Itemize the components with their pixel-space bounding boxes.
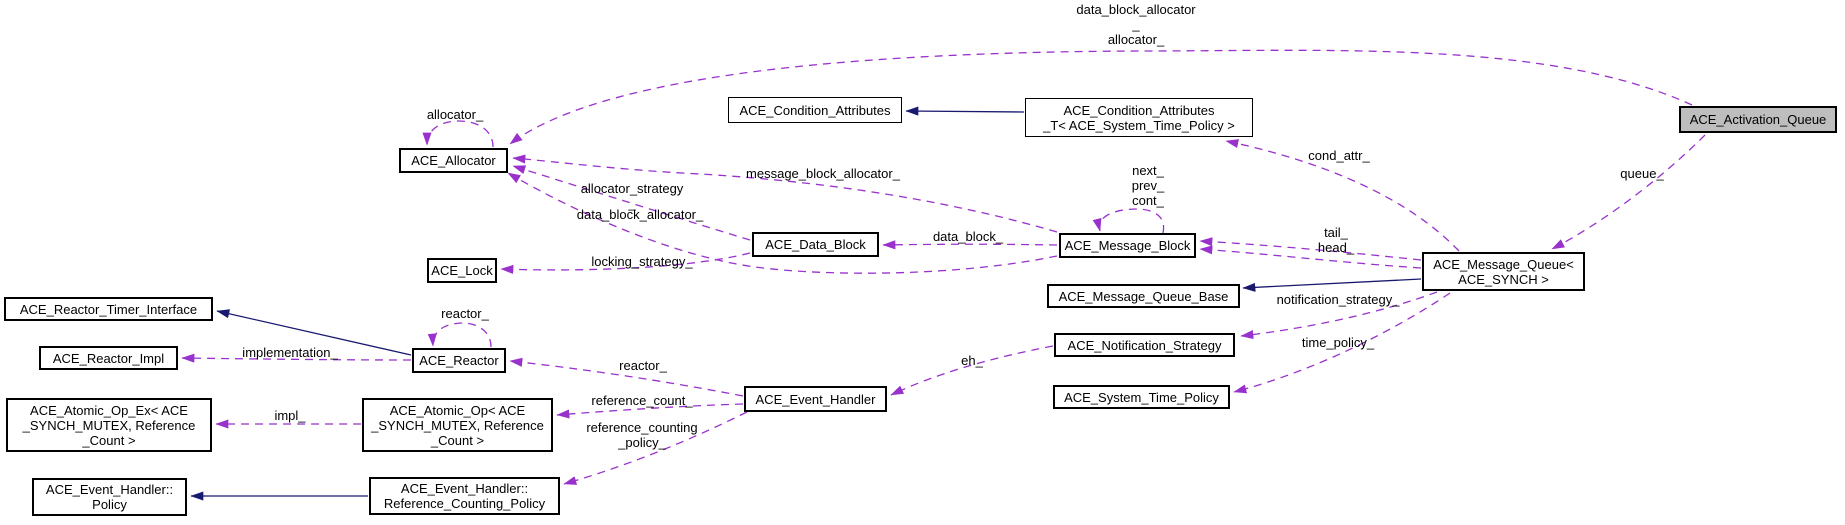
edge-message-queue-notification-strategy bbox=[1240, 291, 1438, 340]
edge-label-data-block: data_block_ bbox=[932, 229, 1004, 244]
node-ace-allocator[interactable]: ACE_Allocator bbox=[399, 148, 508, 173]
edge-label-notification-strategy: notification_strategy_ bbox=[1276, 292, 1400, 307]
node-ace-message-block[interactable]: ACE_Message_Block bbox=[1059, 233, 1196, 258]
node-ace-lock[interactable]: ACE_Lock bbox=[427, 258, 497, 283]
edge-label-next-prev-cont: next_ prev_ cont_ bbox=[1131, 163, 1165, 208]
edge-label-reactor: reactor_ bbox=[619, 358, 667, 373]
node-ace-reactor[interactable]: ACE_Reactor bbox=[412, 348, 506, 373]
edge-activation-queue-message-queue bbox=[1551, 134, 1706, 250]
edge-message-block-self-loop bbox=[1092, 208, 1165, 234]
node-ace-atomic-op-ex[interactable]: ACE_Atomic_Op_Ex< ACE _SYNCH_MUTEX, Refe… bbox=[6, 398, 212, 452]
edge-label-eh: eh_ bbox=[961, 353, 983, 368]
edge-label-implementation: implementation_ bbox=[242, 345, 338, 360]
edge-label-tail-head: tail_ head_ bbox=[1317, 225, 1355, 255]
node-ace-message-queue-base[interactable]: ACE_Message_Queue_Base bbox=[1047, 284, 1240, 308]
edge-label-data-block-allocator-top: data_block_allocator _ allocator_ bbox=[1076, 2, 1196, 47]
edge-data-block-allocator-strategy bbox=[512, 165, 751, 241]
edge-label-cond-attr: cond_attr_ bbox=[1308, 148, 1370, 163]
edge-label-data-block-allocator: data_block_allocator_ bbox=[576, 207, 704, 222]
edge-message-queue-time-policy bbox=[1233, 292, 1451, 394]
edge-reactor-self-loop bbox=[427, 322, 492, 348]
edge-message-block-data-block bbox=[882, 240, 1058, 250]
edge-label-message-block-allocator: message_block_allocator_ bbox=[746, 166, 900, 181]
edge-message-block-message-block-allocator bbox=[512, 154, 1058, 233]
inherit-condition-attributes-t bbox=[905, 106, 1025, 116]
node-ace-notification-strategy[interactable]: ACE_Notification_Strategy bbox=[1054, 333, 1235, 357]
node-ace-activation-queue: ACE_Activation_Queue bbox=[1679, 106, 1837, 133]
edge-message-queue-head bbox=[1199, 245, 1422, 269]
edge-label-allocator-strategy: allocator_strategy _ bbox=[580, 181, 684, 211]
node-ace-system-time-policy[interactable]: ACE_System_Time_Policy bbox=[1053, 385, 1230, 409]
edge-notification-strategy-eh bbox=[890, 345, 1054, 396]
edge-label-queue: queue_ bbox=[1620, 166, 1664, 181]
edge-label-reference-counting-policy: reference_counting _policy_ bbox=[586, 420, 698, 450]
edge-allocator-self-loop bbox=[422, 120, 494, 148]
node-ace-condition-attributes-t[interactable]: ACE_Condition_Attributes _T< ACE_System_… bbox=[1025, 98, 1253, 137]
edge-event-handler-reactor bbox=[509, 357, 744, 397]
node-ace-event-handler[interactable]: ACE_Event_Handler bbox=[744, 386, 887, 412]
node-ace-condition-attributes[interactable]: ACE_Condition_Attributes bbox=[728, 97, 902, 123]
node-ace-event-handler-policy[interactable]: ACE_Event_Handler:: Policy bbox=[32, 478, 187, 516]
inherit-message-queue-base bbox=[1242, 278, 1422, 292]
edge-message-queue-cond-attr bbox=[1225, 139, 1460, 252]
node-ace-reactor-timer-interface[interactable]: ACE_Reactor_Timer_Interface bbox=[4, 297, 213, 321]
inherit-reactor-timer-interface bbox=[216, 309, 412, 356]
edge-label-locking-strategy: locking_strategy_ bbox=[591, 254, 693, 269]
node-ace-reactor-impl[interactable]: ACE_Reactor_Impl bbox=[39, 346, 178, 370]
node-ace-data-block[interactable]: ACE_Data_Block bbox=[752, 232, 879, 257]
edge-activation-queue-allocator bbox=[509, 49, 1693, 145]
node-ace-message-queue[interactable]: ACE_Message_Queue< ACE_SYNCH > bbox=[1422, 252, 1585, 291]
edge-label-time-policy: time_policy_ bbox=[1301, 335, 1375, 350]
edge-message-queue-tail bbox=[1199, 237, 1422, 261]
node-ace-atomic-op[interactable]: ACE_Atomic_Op< ACE _SYNCH_MUTEX, Referen… bbox=[362, 398, 553, 452]
edge-reactor-implementation bbox=[181, 353, 412, 363]
edge-label-impl: impl_ bbox=[274, 408, 306, 423]
edge-label-allocator-self: allocator_ bbox=[426, 107, 484, 122]
edge-event-handler-reference-counting-policy bbox=[563, 411, 748, 485]
edge-data-block-locking-strategy bbox=[500, 252, 751, 274]
edge-message-block-data-block-allocator bbox=[507, 172, 1058, 274]
edge-label-reference-count: reference_count_ bbox=[591, 393, 693, 408]
edge-label-reactor-self: reactor_ bbox=[441, 306, 489, 321]
node-ace-event-handler-reference-counting-policy[interactable]: ACE_Event_Handler:: Reference_Counting_P… bbox=[369, 477, 560, 515]
